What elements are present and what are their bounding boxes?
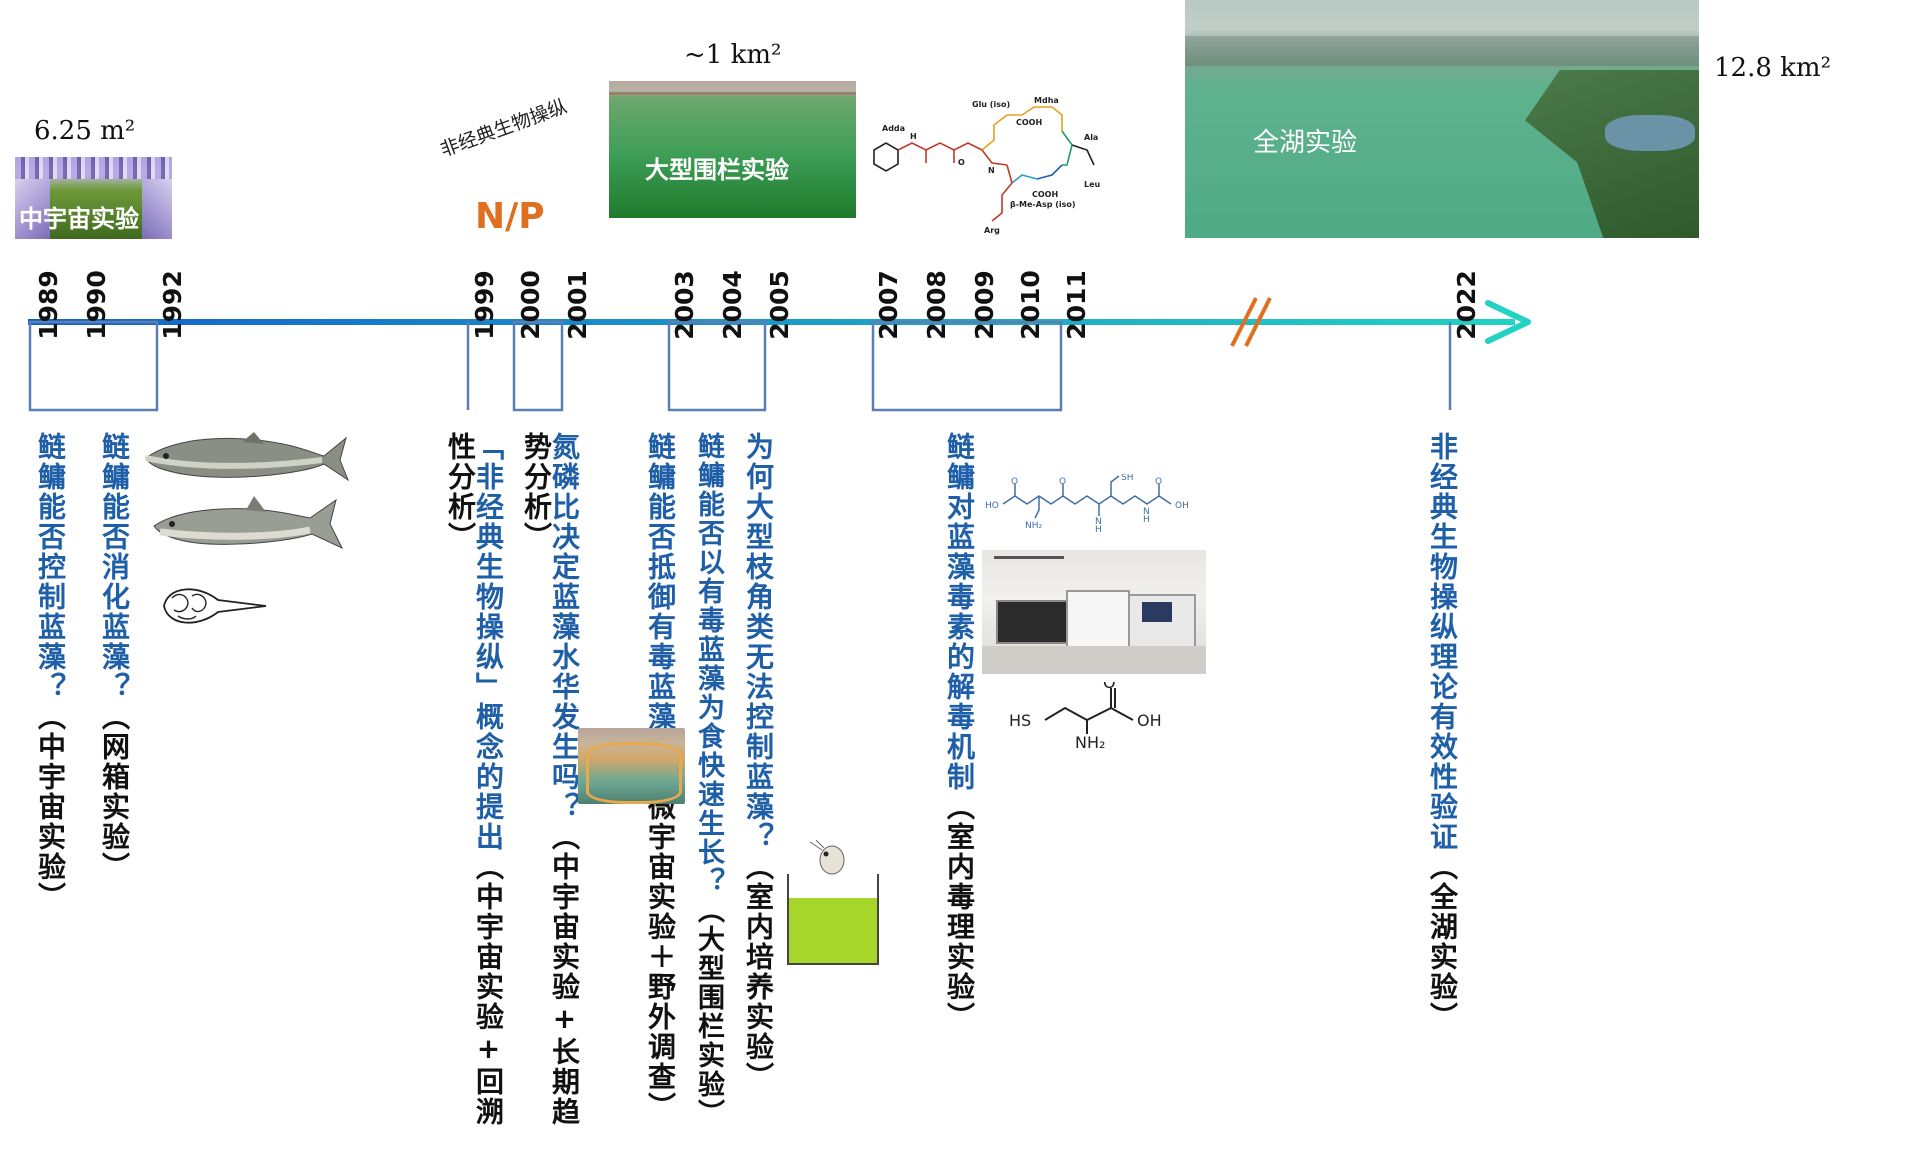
svg-text:COOH: COOH: [1016, 118, 1042, 127]
svg-text:O: O: [1011, 477, 1018, 487]
question-item: 鲢鳙能否抵御有毒蓝藻？（微宇宙实验＋野外调查）: [644, 432, 677, 1122]
svg-text:H: H: [1095, 525, 1102, 535]
year-label: 2010: [1016, 270, 1045, 340]
lab-instrument-photo: [982, 550, 1206, 674]
question-text: 氮磷比决定蓝藻水华发生吗？: [548, 432, 581, 822]
question-item: 非经典生物操纵理论有效性验证（全湖实验）: [1426, 432, 1459, 1032]
question-text: 鲢鳙能否控制蓝藻？: [34, 432, 67, 702]
method-text: （网箱实验）: [98, 702, 131, 882]
svg-text:O: O: [958, 158, 965, 167]
svg-text:H: H: [910, 132, 917, 141]
svg-text:OH: OH: [1137, 711, 1162, 730]
glutathione-structure: SH HO OH NH₂ N H N H O O O: [985, 473, 1205, 536]
svg-text:Mdha: Mdha: [1034, 96, 1059, 105]
year-label: 2011: [1062, 270, 1091, 340]
question-text: 鲢鳙能否以有毒蓝藻为食快速生长？: [693, 432, 724, 896]
year-label: 1989: [34, 270, 63, 340]
svg-text:HO: HO: [985, 501, 999, 511]
question-item: 为何大型枝角类无法控制蓝藻？（室内培养实验）: [742, 432, 775, 1092]
timeline-axis: [0, 0, 1920, 420]
year-label: 2009: [970, 270, 999, 340]
question-item: 氮磷比决定蓝藻水华发生吗？（中宇宙实验+长期趋势分析）: [520, 432, 581, 1156]
year-label: 1999: [470, 270, 499, 340]
question-text: 非经典生物操纵理论有效性验证: [1426, 432, 1459, 852]
question-item: 鲢鳙能否消化蓝藻？（网箱实验）: [98, 432, 131, 882]
bighead-carp-illustration: [142, 428, 350, 486]
svg-text:O: O: [1103, 682, 1116, 692]
mesocosm-photo: 中宇宙实验: [15, 157, 172, 239]
svg-text:β-Me-Asp (iso): β-Me-Asp (iso): [1010, 200, 1076, 209]
cysteine-structure: HS OH O NH₂: [1005, 673, 1205, 752]
silver-carp-illustration: [150, 494, 345, 554]
svg-text:H: H: [1143, 515, 1150, 525]
method-text: （全湖实验）: [1426, 852, 1459, 1032]
year-label: 1990: [82, 270, 111, 340]
mesocosm-caption: 中宇宙实验: [19, 205, 139, 233]
method-text: （中宇宙实验）: [34, 702, 67, 912]
svg-text:O: O: [1155, 477, 1162, 487]
method-text: （大型围栏实验）: [693, 896, 724, 1128]
year-label: 2005: [765, 270, 794, 340]
question-item: 鲢鳙能否以有毒蓝藻为食快速生长？（大型围栏实验）: [693, 432, 724, 1128]
svg-text:OH: OH: [1175, 501, 1189, 511]
svg-text:Glu (iso): Glu (iso): [972, 100, 1010, 109]
method-text: （中宇宙实验+长期趋势分析）: [520, 432, 581, 1127]
svg-text:NH₂: NH₂: [1025, 521, 1043, 531]
question-item: 「非经典生物操纵」概念的提出（中宇宙实验+回溯性分析）: [444, 432, 505, 1156]
enclosure-caption: 大型围栏实验: [645, 156, 789, 184]
svg-text:N: N: [1095, 517, 1102, 527]
gill-raker-illustration: [158, 580, 270, 632]
year-label: 2000: [516, 270, 545, 340]
year-label: 2004: [718, 270, 747, 340]
svg-text:HS: HS: [1009, 711, 1031, 730]
method-text: （微宇宙实验＋野外调查）: [644, 762, 677, 1122]
area-mesocosm: 6.25 m²: [34, 116, 136, 146]
year-label: 2008: [922, 270, 951, 340]
svg-text:N: N: [988, 166, 995, 175]
area-whole-lake: 12.8 km²: [1714, 53, 1831, 83]
question-text: 鲢鳙能否抵御有毒蓝藻？: [644, 432, 677, 762]
beaker-daphnia-illustration: [786, 839, 882, 968]
svg-text:Arg: Arg: [984, 226, 1000, 235]
np-label: N/P: [475, 196, 545, 237]
svg-text:N: N: [1143, 507, 1150, 517]
svg-text:COOH: COOH: [1032, 190, 1058, 199]
whole-lake-caption: 全湖实验: [1253, 128, 1358, 158]
svg-text:NH₂: NH₂: [1075, 733, 1105, 750]
year-label: 2003: [670, 270, 699, 340]
microcosm-tank-photo: [578, 728, 685, 804]
svg-text:SH: SH: [1121, 474, 1133, 483]
svg-text:Adda: Adda: [882, 124, 905, 133]
method-text: （室内毒理实验）: [943, 792, 976, 1032]
svg-text:Leu: Leu: [1084, 180, 1101, 189]
question-item: 鲢鳙对蓝藻毒素的解毒机制（室内毒理实验）: [943, 432, 976, 1032]
method-text: （室内培养实验）: [742, 852, 775, 1092]
enclosure-photo: 大型围栏实验: [609, 81, 856, 218]
question-text: 「非经典生物操纵」概念的提出: [472, 432, 505, 852]
question-text: 为何大型枝角类无法控制蓝藻？: [742, 432, 775, 852]
svg-text:Ala: Ala: [1084, 133, 1098, 142]
year-label: 2022: [1452, 270, 1481, 340]
question-text: 鲢鳙能否消化蓝藻？: [98, 432, 131, 702]
year-label: 2007: [874, 270, 903, 340]
method-text: （中宇宙实验+回溯性分析）: [444, 432, 505, 1127]
area-enclosure: ~1 km²: [684, 40, 782, 70]
svg-text:O: O: [1059, 477, 1066, 487]
whole-lake-photo: 全湖实验: [1185, 0, 1699, 238]
microcystin-structure: Adda Glu (iso) Mdha Ala Leu β-Me-Asp (is…: [862, 95, 1107, 235]
year-label: 1992: [158, 270, 187, 340]
question-text: 鲢鳙对蓝藻毒素的解毒机制: [943, 432, 976, 792]
year-label: 2001: [563, 270, 592, 340]
question-item: 鲢鳙能否控制蓝藻？（中宇宙实验）: [34, 432, 67, 912]
